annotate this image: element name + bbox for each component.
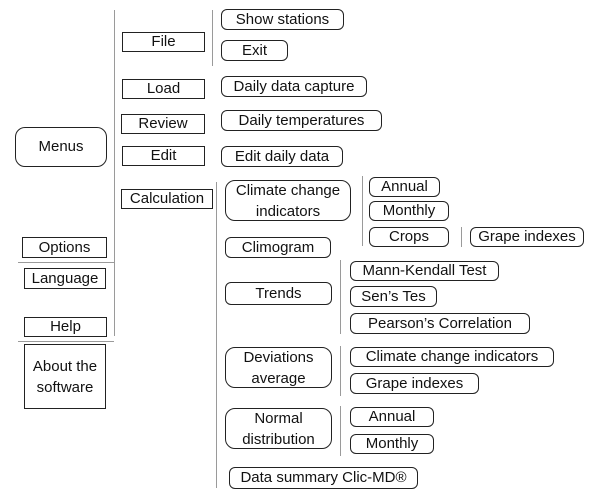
options-label: Options [38, 238, 91, 256]
language-menu[interactable]: Language [24, 268, 106, 289]
language-label: Language [31, 269, 99, 287]
review-label: Review [138, 115, 188, 132]
normal-distribution-item[interactable]: Normal distribution [225, 408, 332, 449]
deviations-average-item[interactable]: Deviations average [225, 347, 332, 388]
load-menu[interactable]: Load [122, 79, 205, 99]
exit-label: Exit [241, 41, 267, 59]
exit-item[interactable]: Exit [221, 40, 288, 61]
file-label: File [151, 33, 176, 50]
crops-label: Crops [388, 228, 429, 245]
connector-file-items [212, 10, 213, 66]
deviations-climate-change-label: Climate change indicators [365, 348, 539, 365]
help-menu[interactable]: Help [24, 317, 107, 337]
connector-crops-items [461, 227, 462, 247]
calculation-menu[interactable]: Calculation [121, 189, 213, 209]
edit-label: Edit [150, 147, 177, 164]
help-label: Help [50, 318, 81, 335]
connector-climate-change-items [362, 176, 363, 246]
show-stations-item[interactable]: Show stations [221, 9, 344, 30]
normal-annual-item[interactable]: Annual [350, 407, 434, 427]
calculation-label: Calculation [129, 190, 205, 207]
trends-label: Trends [255, 284, 302, 302]
connector-normal-items [340, 406, 341, 456]
normal-monthly-label: Monthly [365, 435, 419, 452]
trends-item[interactable]: Trends [225, 282, 332, 305]
daily-data-capture-label: Daily data capture [233, 77, 355, 95]
mann-kendall-label: Mann-Kendall Test [362, 262, 487, 279]
connector-left-bottom [18, 341, 114, 342]
pearson-item[interactable]: Pearson’s Correlation [350, 313, 530, 334]
climate-change-indicators-label: Climate change indicators [235, 181, 341, 220]
climate-change-indicators-item[interactable]: Climate change indicators [225, 180, 351, 221]
deviations-grape-indexes-item[interactable]: Grape indexes [350, 373, 479, 394]
about-software-label: About the software [32, 357, 98, 396]
edit-menu[interactable]: Edit [122, 146, 205, 166]
menus-node: Menus [15, 127, 107, 167]
connector-calculation-items [216, 182, 217, 488]
sens-label: Sen’s Tes [361, 287, 426, 305]
pearson-label: Pearson’s Correlation [368, 314, 512, 332]
deviations-climate-change-item[interactable]: Climate change indicators [350, 347, 554, 367]
climogram-item[interactable]: Climogram [225, 237, 331, 258]
climate-annual-label: Annual [381, 178, 428, 195]
daily-data-capture-item[interactable]: Daily data capture [221, 76, 367, 97]
connector-deviations-items [340, 346, 341, 396]
normal-monthly-item[interactable]: Monthly [350, 434, 434, 454]
climate-grape-indexes-label: Grape indexes [478, 228, 576, 245]
options-menu[interactable]: Options [22, 237, 107, 258]
mann-kendall-item[interactable]: Mann-Kendall Test [350, 261, 499, 281]
review-menu[interactable]: Review [121, 114, 205, 134]
data-summary-label: Data summary Clic-MD® [240, 469, 407, 486]
file-menu[interactable]: File [122, 32, 205, 52]
connector-left-top [18, 262, 114, 263]
daily-temperatures-item[interactable]: Daily temperatures [221, 110, 382, 131]
show-stations-label: Show stations [235, 10, 330, 28]
edit-daily-data-label: Edit daily data [234, 147, 330, 165]
menus-label: Menus [38, 138, 84, 155]
deviations-grape-indexes-label: Grape indexes [365, 374, 464, 392]
normal-annual-label: Annual [368, 408, 416, 425]
data-summary-item[interactable]: Data summary Clic-MD® [229, 467, 418, 489]
deviations-average-label: Deviations average [243, 348, 314, 387]
load-label: Load [146, 80, 181, 97]
crops-item[interactable]: Crops [369, 227, 449, 247]
normal-distribution-label: Normal distribution [242, 409, 315, 448]
connector-main-menus [114, 10, 115, 336]
connector-trends-items [340, 260, 341, 334]
sens-item[interactable]: Sen’s Tes [350, 286, 437, 307]
climate-monthly-label: Monthly [382, 202, 436, 219]
edit-daily-data-item[interactable]: Edit daily data [221, 146, 343, 167]
climate-annual-item[interactable]: Annual [369, 177, 440, 197]
climate-monthly-item[interactable]: Monthly [369, 201, 449, 221]
daily-temperatures-label: Daily temperatures [238, 111, 365, 129]
climogram-label: Climogram [241, 238, 315, 256]
about-software-menu[interactable]: About the software [24, 344, 106, 409]
climate-grape-indexes-item[interactable]: Grape indexes [470, 227, 584, 247]
